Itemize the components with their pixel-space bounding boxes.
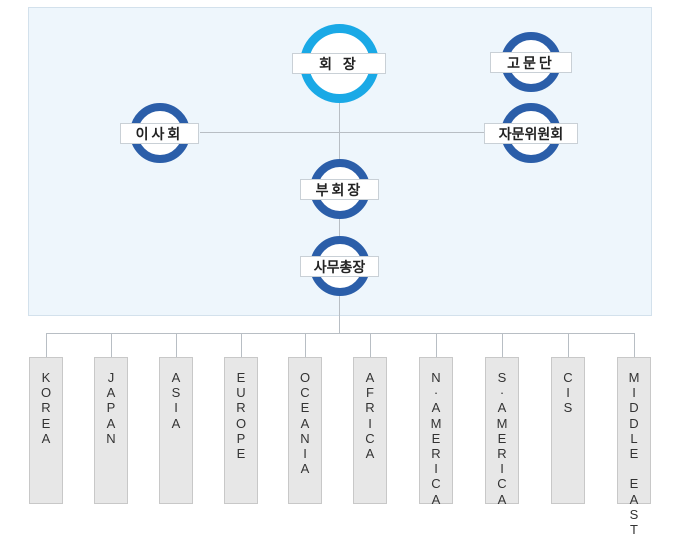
connector-board-to-committee [200, 132, 484, 133]
region-box-oceania: O C E A N I A [288, 357, 322, 504]
advisory-committee-label: 자문위원회 [484, 123, 578, 144]
region-label-japan: J A P A N [106, 370, 116, 446]
connector-region-drop [111, 333, 112, 357]
advisors-label: 고문단 [490, 52, 572, 73]
region-label-north-america: N · A M E R I C A [430, 370, 442, 507]
region-box-north-america: N · A M E R I C A [419, 357, 453, 507]
region-label-south-america: S · A M E R I C A [496, 370, 508, 507]
connector-regions-bus [46, 333, 635, 334]
region-box-asia: A S I A [159, 357, 193, 504]
connector-secretary-to-regions [339, 294, 340, 333]
region-box-middle-east: M I D D L E E A S T [617, 357, 651, 537]
connector-region-drop [305, 333, 306, 357]
connector-region-drop [634, 333, 635, 357]
connector-region-drop [370, 333, 371, 357]
region-box-cis: C I S [551, 357, 585, 504]
region-label-europe: E U R O P E [235, 370, 247, 462]
region-label-cis: C I S [563, 370, 573, 416]
region-label-asia: A S I A [171, 370, 181, 431]
board-label: 이사회 [120, 123, 199, 144]
region-box-africa: A F R I C A [353, 357, 387, 504]
region-box-europe: E U R O P E [224, 357, 258, 504]
region-box-south-america: S · A M E R I C A [485, 357, 519, 507]
region-label-africa: A F R I C A [365, 370, 375, 462]
secretary-general-label: 사무총장 [300, 256, 379, 277]
connector-region-drop [502, 333, 503, 357]
region-box-korea: K O R E A [29, 357, 63, 504]
connector-region-drop [568, 333, 569, 357]
region-label-oceania: O C E A N I A [299, 370, 311, 477]
chairman-label: 회 장 [292, 53, 386, 74]
connector-region-drop [436, 333, 437, 357]
connector-region-drop [176, 333, 177, 357]
region-label-middle-east: M I D D L E E A S T [628, 370, 640, 537]
region-box-japan: J A P A N [94, 357, 128, 504]
connector-region-drop [241, 333, 242, 357]
region-label-korea: K O R E A [40, 370, 52, 446]
connector-region-drop [46, 333, 47, 357]
vice-chairman-label: 부회장 [300, 179, 379, 200]
